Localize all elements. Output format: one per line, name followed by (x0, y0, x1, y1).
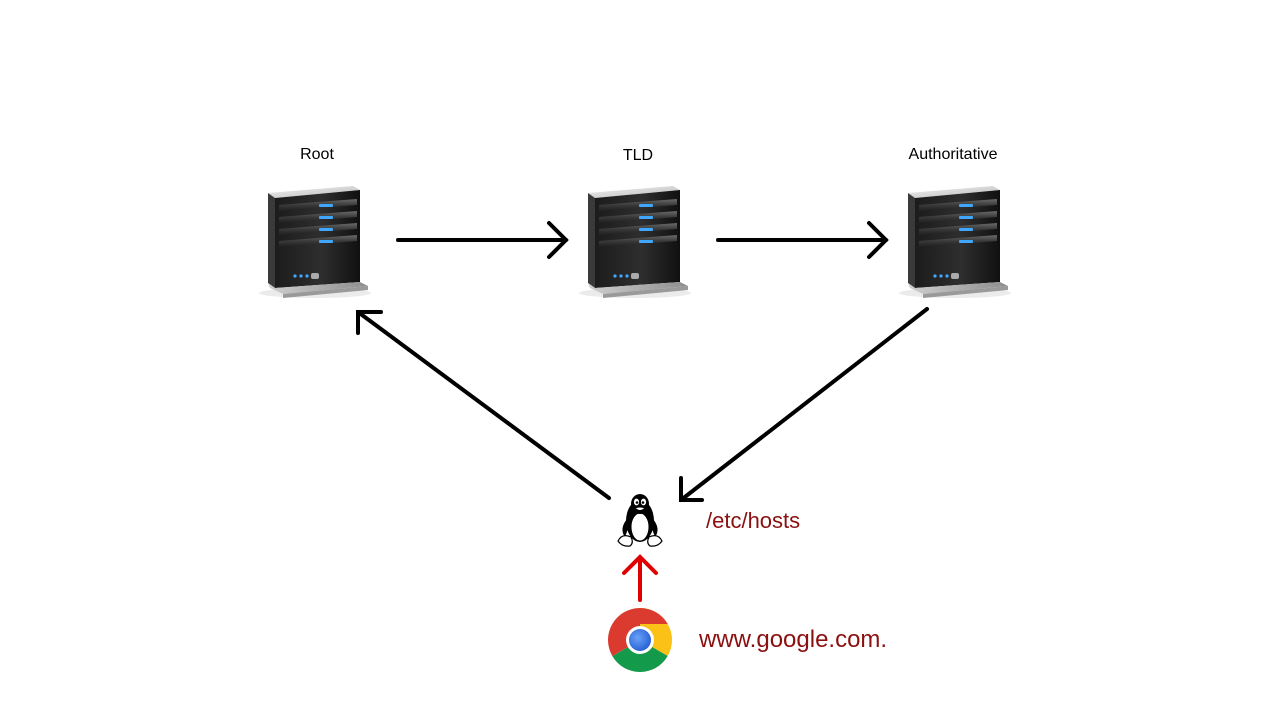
tld-server-label: TLD (623, 147, 653, 164)
hosts-file-note: /etc/hosts (706, 508, 800, 533)
arrow-root-to-tld (396, 221, 569, 259)
arrow-browser-to-client (622, 554, 658, 602)
root-server-label: Root (300, 146, 334, 163)
root-server-icon (259, 186, 371, 298)
tld-server-icon (579, 186, 691, 298)
linux-penguin-icon (617, 494, 663, 547)
arrow-tld-to-authoritative (716, 221, 889, 259)
chrome-icon (608, 608, 672, 672)
arrow-authoritative-to-client (679, 307, 929, 502)
arrow-client-to-root (356, 310, 611, 500)
authoritative-server-icon (899, 186, 1011, 298)
url-label: www.google.com. (698, 626, 887, 653)
authoritative-server-label: Authoritative (909, 146, 998, 163)
